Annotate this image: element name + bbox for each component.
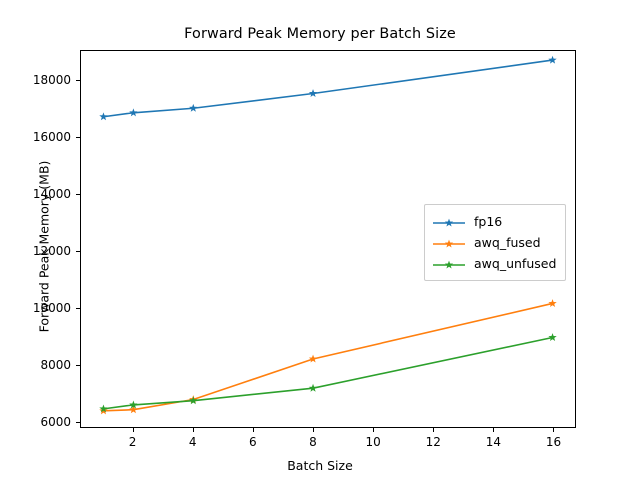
data-point-marker — [189, 103, 198, 112]
y-tick-label: 12000 — [32, 244, 71, 259]
x-tick-label: 10 — [365, 435, 381, 449]
y-tick-mark — [76, 137, 80, 139]
data-series-layer — [99, 55, 557, 415]
y-tick-label: 18000 — [32, 73, 71, 88]
legend-swatch-icon — [432, 215, 466, 229]
x-tick-mark — [493, 428, 495, 432]
data-point-marker — [99, 112, 108, 121]
y-tick-label: 6000 — [40, 415, 71, 430]
data-point-marker — [129, 405, 138, 414]
x-tick-label: 2 — [128, 435, 137, 449]
legend-label: awq_fused — [474, 235, 541, 250]
data-point-marker — [548, 55, 557, 64]
y-tick-mark — [76, 308, 80, 310]
series-awq_unfused — [99, 333, 557, 413]
y-tick-label: 8000 — [40, 358, 71, 373]
y-tick-label: 16000 — [32, 130, 71, 145]
x-tick-mark — [373, 428, 375, 432]
x-tick-mark — [553, 428, 555, 432]
data-point-marker — [308, 89, 318, 98]
chart-title: Forward Peak Memory per Batch Size — [184, 26, 456, 42]
series-awq_fused — [99, 299, 557, 415]
legend-item-awq_unfused[interactable]: awq_unfused — [432, 253, 556, 274]
x-axis-label: Batch Size — [287, 458, 353, 473]
y-tick-mark — [76, 251, 80, 253]
y-tick-mark — [76, 194, 80, 196]
data-point-marker — [548, 333, 557, 342]
x-tick-mark — [132, 428, 134, 432]
data-point-marker — [129, 108, 138, 117]
series-line — [103, 336, 553, 410]
y-tick-mark — [76, 422, 80, 424]
data-point-marker — [308, 383, 318, 392]
chart-legend: fp16 awq_fused awq_unfused — [424, 204, 567, 281]
data-point-marker — [189, 396, 198, 405]
data-point-marker — [99, 404, 108, 413]
legend-swatch-icon — [432, 257, 466, 271]
x-tick-label: 6 — [249, 435, 257, 449]
data-point-marker — [129, 400, 138, 409]
x-tick-label: 16 — [545, 435, 562, 449]
x-tick-mark — [192, 428, 194, 432]
legend-item-awq_fused[interactable]: awq_fused — [432, 232, 556, 253]
x-tick-label: 14 — [485, 435, 501, 449]
x-tick-label: 12 — [425, 435, 441, 449]
x-tick-mark — [312, 428, 314, 432]
x-tick-mark — [252, 428, 254, 432]
series-line — [103, 302, 553, 412]
y-tick-mark — [76, 80, 80, 82]
series-fp16 — [99, 55, 557, 121]
x-tick-mark — [433, 428, 435, 432]
y-tick-mark — [76, 365, 80, 367]
legend-label: awq_unfused — [474, 256, 557, 271]
x-tick-label: 8 — [309, 435, 317, 449]
x-tick-label: 4 — [188, 435, 197, 449]
legend-swatch-icon — [432, 236, 466, 250]
y-tick-label: 14000 — [32, 187, 71, 202]
data-point-marker — [308, 354, 318, 363]
series-line — [103, 59, 553, 118]
y-tick-label: 10000 — [32, 301, 71, 316]
legend-label: fp16 — [474, 214, 503, 229]
data-point-marker — [548, 299, 557, 307]
legend-item-fp16[interactable]: fp16 — [432, 211, 556, 232]
